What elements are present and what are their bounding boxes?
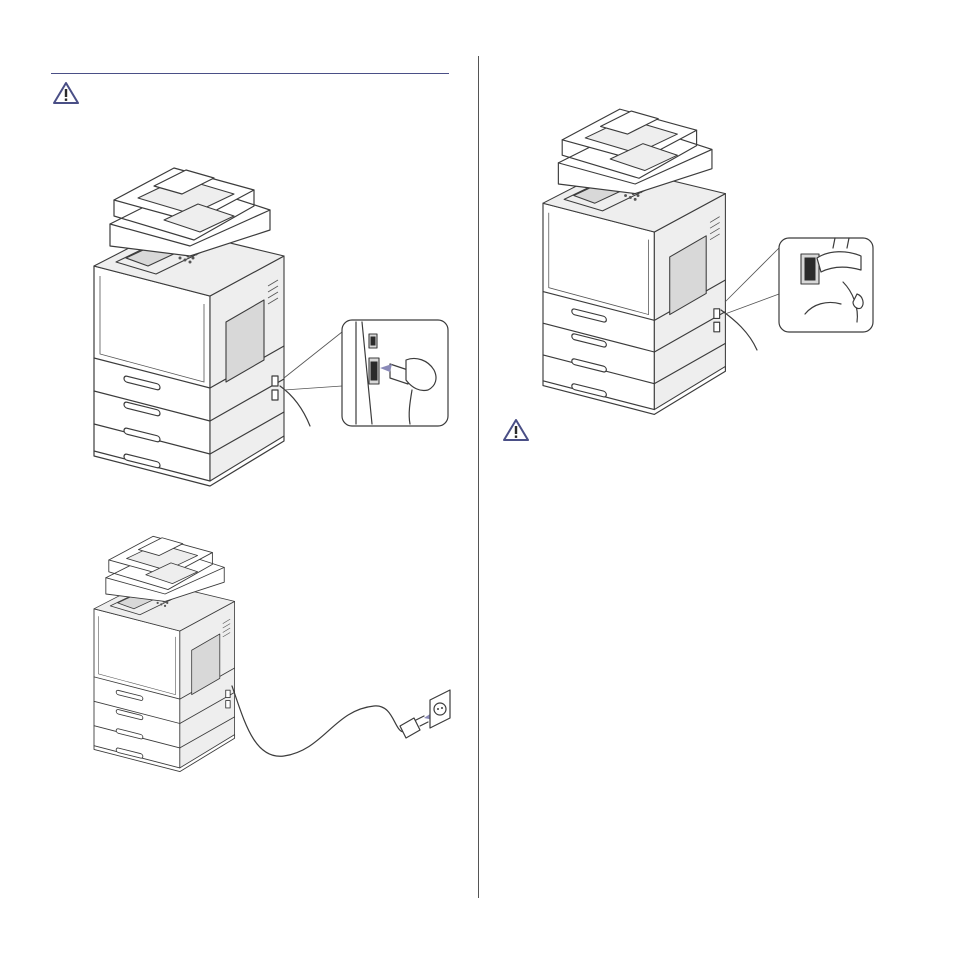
section-rule [51,73,449,74]
printer-illustration [94,168,284,486]
power-outlet-illustration [430,690,450,728]
power-switch-illustration [779,238,873,332]
power-inlet-zoom [342,320,448,426]
column-divider [478,56,479,898]
figure-turn-on-power-switch [543,88,883,408]
warning-triangle-icon [53,81,79,105]
printer-illustration [543,109,725,414]
printer-illustration [94,536,235,771]
figure-connect-power-cord [94,146,454,491]
figure-plug-into-outlet [94,520,454,770]
warning-triangle-icon [503,418,529,442]
